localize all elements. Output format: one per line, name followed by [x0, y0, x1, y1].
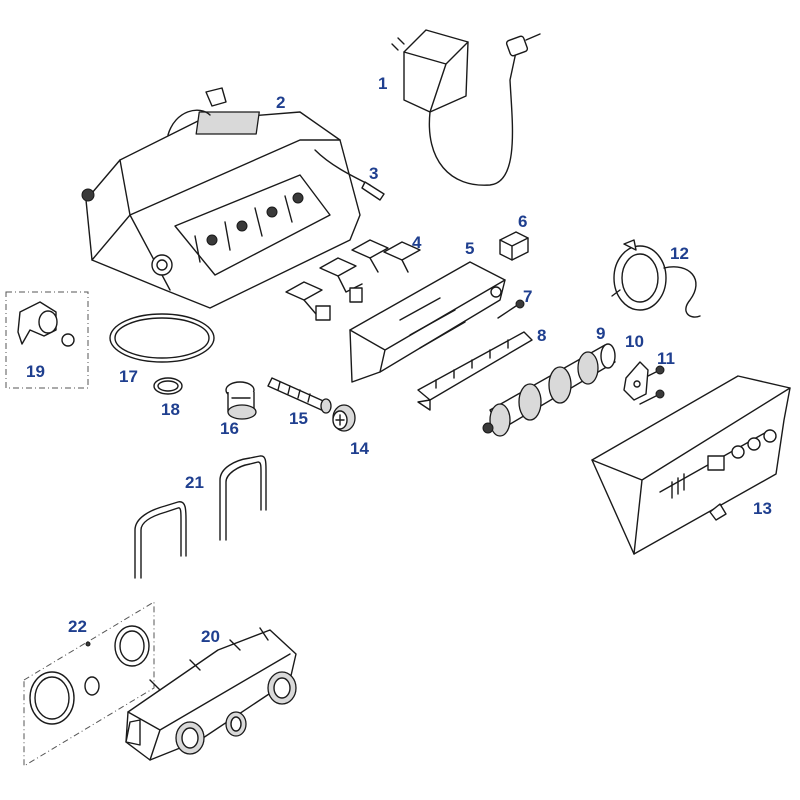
callout-18: 18	[161, 400, 180, 419]
callout-6: 6	[518, 212, 528, 231]
callout-20: 20	[201, 627, 220, 646]
part-14-cap	[332, 404, 356, 432]
callout-22: 22	[68, 617, 87, 636]
part-16-injector	[225, 381, 257, 420]
callout-21: 21	[185, 473, 204, 492]
part-21-clips	[134, 455, 267, 579]
callout-12: 12	[670, 244, 689, 263]
part-6-switch	[499, 231, 529, 261]
part-5-drive-plate	[349, 261, 506, 383]
callout-2: 2	[276, 93, 286, 112]
callout-15: 15	[289, 409, 308, 428]
part-1-transformer	[391, 29, 541, 186]
callout-11: 11	[657, 349, 675, 368]
part-20-bypass-body	[125, 627, 297, 761]
callout-16: 16	[220, 419, 239, 438]
part-12-motor	[611, 239, 701, 318]
callout-5: 5	[465, 239, 475, 258]
callout-19: 19	[26, 362, 45, 381]
part-18-small-o-ring	[153, 377, 183, 395]
part-2-valve-frame	[81, 87, 361, 309]
part-8-rack	[417, 331, 533, 411]
part-9-piston-stack	[482, 343, 616, 437]
part-10-bracket	[623, 361, 649, 401]
callout-10: 10	[625, 332, 644, 351]
callout-8: 8	[537, 326, 547, 345]
callout-14: 14	[350, 439, 369, 458]
callout-3: 3	[369, 164, 379, 183]
part-3-wire-clip	[314, 149, 385, 201]
part-15-shaft	[267, 377, 332, 414]
part-7-screw	[497, 299, 525, 319]
part-19-fitting-kit	[5, 291, 89, 389]
callout-7: 7	[523, 287, 533, 306]
callout-17: 17	[119, 367, 138, 386]
callout-1: 1	[378, 74, 388, 93]
callout-9: 9	[596, 324, 606, 343]
callout-13: 13	[753, 499, 772, 518]
part-4-seal-plates	[285, 239, 421, 321]
part-13-front-cover	[591, 375, 791, 555]
part-17-o-ring	[109, 313, 215, 363]
part-22-o-ring-kit	[23, 601, 155, 767]
callout-4: 4	[412, 233, 422, 252]
